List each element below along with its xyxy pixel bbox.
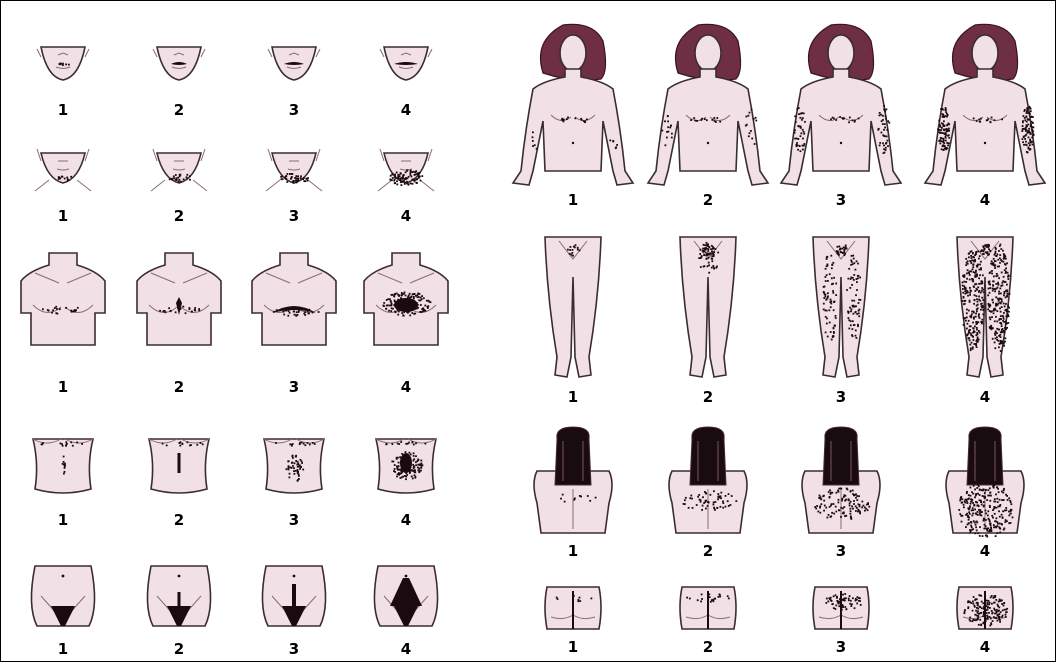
chin-label-4: 4: [386, 208, 426, 224]
lower-back-stage-1: [545, 587, 601, 629]
lower-abdomen-stage-4: [374, 566, 437, 626]
upper-abdomen-label-2: 2: [159, 512, 199, 528]
lower-back-stage-2: [680, 587, 736, 629]
upper-lip-label-1: 1: [43, 102, 83, 118]
chest-label-1: 1: [43, 379, 83, 395]
thigh-stage-4: [957, 237, 1013, 377]
chin-stage-2: [151, 149, 207, 191]
upper-abdomen-stage-2: [149, 439, 209, 493]
upper-back-label-4: 4: [965, 543, 1005, 559]
lower-abdomen-label-2: 2: [159, 641, 199, 657]
upper-arm-label-1: 1: [553, 192, 593, 208]
upper-arm-stage-2: [648, 24, 768, 185]
upper-lip-stage-2: [153, 47, 205, 80]
chest-label-2: 2: [159, 379, 199, 395]
upper-abdomen-label-4: 4: [386, 512, 426, 528]
upper-lip-label-4: 4: [386, 102, 426, 118]
lower-back-label-1: 1: [553, 639, 593, 655]
lower-abdomen-stage-2: [147, 566, 210, 626]
upper-back-label-1: 1: [553, 543, 593, 559]
chin-stage-1: [35, 149, 91, 191]
upper-arm-stage-3: [781, 24, 901, 185]
upper-lip-label-3: 3: [274, 102, 314, 118]
lower-abdomen-label-1: 1: [43, 641, 83, 657]
upper-arm-stage-4: [925, 24, 1045, 185]
upper-arm-label-4: 4: [965, 192, 1005, 208]
upper-back-stage-4: [946, 427, 1024, 538]
upper-back-stage-2: [669, 427, 747, 533]
upper-abdomen-stage-3: [264, 439, 324, 493]
lower-abdomen-label-3: 3: [274, 641, 314, 657]
thigh-stage-2: [680, 237, 736, 377]
upper-abdomen-stage-1: [33, 439, 93, 493]
chin-label-3: 3: [274, 208, 314, 224]
upper-arm-stage-1: [513, 24, 633, 185]
upper-back-stage-3: [802, 427, 880, 533]
upper-abdomen-label-3: 3: [274, 512, 314, 528]
lower-abdomen-stage-3: [262, 566, 325, 626]
lower-abdomen-stage-1: [31, 566, 94, 626]
chest-stage-4: [364, 253, 448, 345]
chin-label-2: 2: [159, 208, 199, 224]
lower-back-label-4: 4: [965, 639, 1005, 655]
thigh-stage-3: [813, 237, 869, 377]
thigh-label-3: 3: [821, 389, 861, 405]
thigh-label-1: 1: [553, 389, 593, 405]
chest-label-3: 3: [274, 379, 314, 395]
chin-stage-4: [378, 149, 434, 191]
lower-back-stage-3: [813, 587, 869, 629]
upper-arm-label-2: 2: [688, 192, 728, 208]
thigh-label-2: 2: [688, 389, 728, 405]
thigh-stage-1: [545, 237, 601, 377]
chest-stage-1: [21, 253, 105, 345]
upper-arm-label-3: 3: [821, 192, 861, 208]
chest-stage-2: [137, 253, 221, 345]
upper-back-stage-1: [534, 427, 612, 533]
lower-back-label-2: 2: [688, 639, 728, 655]
upper-back-label-3: 3: [821, 543, 861, 559]
thigh-label-4: 4: [965, 389, 1005, 405]
upper-abdomen-label-1: 1: [43, 512, 83, 528]
chin-stage-3: [266, 149, 322, 191]
lower-abdomen-label-4: 4: [386, 641, 426, 657]
chin-label-1: 1: [43, 208, 83, 224]
chest-stage-3: [252, 253, 336, 345]
lower-back-label-3: 3: [821, 639, 861, 655]
lower-back-stage-4: [957, 587, 1013, 629]
chest-label-4: 4: [386, 379, 426, 395]
upper-lip-label-2: 2: [159, 102, 199, 118]
upper-back-label-2: 2: [688, 543, 728, 559]
upper-lip-stage-1: [37, 47, 89, 80]
upper-lip-stage-4: [380, 47, 432, 80]
upper-lip-stage-3: [268, 47, 320, 80]
upper-abdomen-stage-4: [376, 439, 436, 493]
